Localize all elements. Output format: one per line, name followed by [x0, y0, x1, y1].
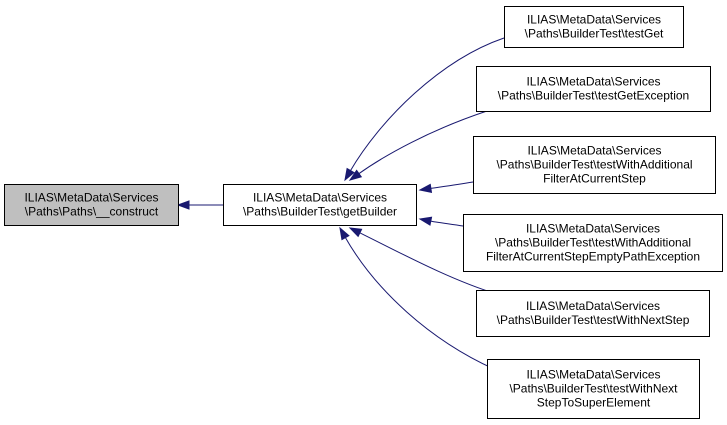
node-label-line: ILIAS\MetaData\Services	[527, 13, 661, 27]
arrowhead-icon	[176, 200, 190, 210]
node-testGetException[interactable]: ILIAS\MetaData\Services\Paths\BuilderTes…	[476, 66, 711, 112]
node-box	[476, 290, 710, 337]
edge-testWithNextStep-to-getBuilder	[348, 227, 498, 295]
edge-line	[349, 37, 505, 172]
node-label-line: \Paths\BuilderTest\testWithAdditional	[495, 236, 691, 250]
node-box	[463, 214, 723, 272]
edge-line	[358, 231, 498, 295]
edge-getBuilder-to-construct	[176, 200, 223, 210]
node-box	[473, 136, 716, 194]
edge-line	[429, 181, 474, 190]
node-label-line: ILIAS\MetaData\Services	[24, 191, 158, 205]
node-testGet[interactable]: ILIAS\MetaData\Services\Paths\BuilderTes…	[504, 6, 684, 48]
arrowhead-icon	[348, 227, 363, 238]
node-label-line: StepToSuperElement	[537, 396, 651, 410]
arrowhead-icon	[418, 216, 433, 226]
node-box	[223, 184, 417, 226]
edge-testWithAdditionalFilterAtCurrentStep-to-getBuilder	[418, 181, 474, 193]
edge-testWithNextStepToSuperElement-to-getBuilder	[339, 226, 495, 370]
node-label-line: \Paths\BuilderTest\testWithAdditional	[496, 158, 692, 172]
node-box	[504, 6, 684, 48]
node-label-line: FilterAtCurrentStepEmptyPathException	[486, 250, 700, 264]
node-label-line: FilterAtCurrentStep	[543, 172, 646, 186]
node-label-line: ILIAS\MetaData\Services	[527, 144, 661, 158]
node-label-line: \Paths\Paths\__construct	[25, 205, 159, 219]
node-testWithNextStepToSuperElement[interactable]: ILIAS\MetaData\Services\Paths\BuilderTes…	[487, 359, 700, 419]
arrowhead-icon	[339, 226, 350, 241]
node-construct: ILIAS\MetaData\Services\Paths\Paths\__co…	[4, 184, 179, 226]
node-label-line: \Paths\BuilderTest\getBuilder	[243, 205, 397, 219]
edges-layer	[176, 37, 505, 370]
edge-testGet-to-getBuilder	[344, 37, 505, 182]
nodes-layer: ILIAS\MetaData\Services\Paths\Paths\__co…	[4, 6, 723, 419]
node-testWithAdditionalFilterAtCurrentStepEmptyPathException[interactable]: ILIAS\MetaData\Services\Paths\BuilderTes…	[463, 214, 723, 272]
arrowhead-icon	[344, 167, 355, 182]
node-label-line: ILIAS\MetaData\Services	[526, 299, 660, 313]
node-label-line: ILIAS\MetaData\Services	[253, 191, 387, 205]
node-label-line: \Paths\BuilderTest\testGetException	[498, 89, 689, 103]
edge-testGetException-to-getBuilder	[348, 110, 488, 181]
node-box	[4, 184, 179, 226]
node-label-line: \Paths\BuilderTest\testGet	[525, 27, 664, 41]
edge-testWithAdditionalFilterAtCurrentStepEmptyPathException-to-getBuilder	[418, 216, 464, 227]
node-label-line: ILIAS\MetaData\Services	[526, 222, 660, 236]
node-getBuilder[interactable]: ILIAS\MetaData\Services\Paths\BuilderTes…	[223, 184, 417, 226]
node-label-line: ILIAS\MetaData\Services	[526, 368, 660, 382]
node-box	[476, 66, 711, 112]
node-testWithAdditionalFilterAtCurrentStep[interactable]: ILIAS\MetaData\Services\Paths\BuilderTes…	[473, 136, 716, 194]
edge-line	[429, 220, 464, 227]
node-box	[487, 359, 700, 419]
arrowhead-icon	[418, 183, 433, 193]
node-label-line: \Paths\BuilderTest\testWithNext	[509, 382, 678, 396]
edge-line	[357, 110, 488, 175]
arrowhead-icon	[348, 169, 363, 181]
edge-line	[344, 236, 495, 370]
node-label-line: \Paths\BuilderTest\testWithNextStep	[497, 313, 690, 327]
node-testWithNextStep[interactable]: ILIAS\MetaData\Services\Paths\BuilderTes…	[476, 290, 710, 337]
node-label-line: ILIAS\MetaData\Services	[526, 75, 660, 89]
